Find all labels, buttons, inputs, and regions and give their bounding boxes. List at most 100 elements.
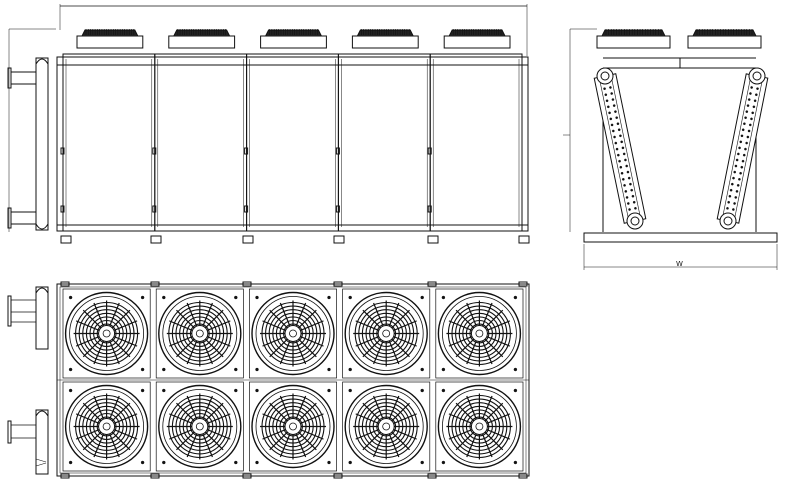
coil-tube: [746, 135, 750, 139]
fan-guard-spoke: [481, 340, 493, 365]
fan-guard-dome: [692, 29, 757, 37]
fan-unit: [342, 288, 431, 379]
fan-guard-spoke: [186, 433, 198, 458]
fan-guard-spoke: [486, 429, 511, 440]
base-frame: [583, 232, 778, 243]
coil-outline: [593, 73, 647, 224]
fan-guard-spoke: [391, 338, 410, 358]
fan-guard-spoke: [75, 336, 100, 347]
fan-unit: [62, 288, 151, 379]
fan-unit: [435, 288, 524, 379]
fan-hub: [284, 418, 302, 435]
fan-hub: [191, 325, 209, 342]
fan-guard-ring-inner: [162, 389, 238, 464]
panel-hinge: [335, 205, 340, 213]
fan-mount-screw: [327, 460, 331, 465]
coil-tube: [749, 92, 752, 95]
fan-guard-base: [687, 35, 762, 49]
fan-hub: [284, 325, 302, 342]
fan-guard-spoke: [448, 320, 473, 331]
fan-guard-spoke: [93, 340, 105, 365]
fan-panel: [155, 381, 244, 472]
fan-hub: [98, 325, 116, 342]
coil-tube: [627, 202, 630, 205]
fan-guard-spoke: [484, 309, 504, 329]
casing-bracket: [150, 473, 160, 479]
coil-tube: [605, 99, 609, 103]
fan-mount-screw: [420, 295, 424, 300]
pipe-cap-top: [35, 58, 49, 65]
fan-guard-base: [351, 35, 419, 49]
fan-mount-screw: [68, 388, 73, 393]
coil-tube: [622, 152, 626, 156]
module-panel: [337, 53, 431, 232]
fan-guard-spoke: [205, 309, 224, 329]
fan-guard-spoke: [391, 402, 410, 422]
fan-hub: [470, 325, 488, 342]
panel-hinge: [152, 205, 157, 213]
coil-tube: [619, 165, 623, 169]
fan-hub-bolt: [289, 329, 297, 338]
coil-tube: [739, 171, 742, 175]
coil-tube: [731, 182, 734, 186]
fan-guard-spoke: [388, 433, 400, 458]
casing-bracket: [427, 473, 437, 479]
fan-mount-screw: [441, 388, 446, 393]
coil-tube: [615, 116, 618, 119]
coil-tube: [745, 110, 749, 113]
fan-guard-spoke: [169, 336, 193, 347]
fan-guard-ring: [437, 384, 522, 469]
coil-header: [626, 212, 644, 230]
fan-guard-spoke: [82, 431, 102, 451]
fan-mount-screw: [348, 367, 352, 372]
fan-mount-screw: [234, 295, 238, 300]
pipe-detail-mark: [35, 462, 47, 467]
fan-unit: [435, 381, 524, 472]
fan-mount-screw: [162, 367, 166, 372]
fan-guard-spoke: [205, 431, 224, 451]
fan-mount-screw: [441, 460, 446, 465]
fan-panel: [342, 288, 431, 379]
fan-hub-bolt: [475, 422, 484, 431]
coil-tube: [741, 159, 745, 163]
fan-mount-screw: [420, 367, 424, 372]
casing-bracket: [150, 281, 160, 287]
coil-tube: [735, 190, 739, 193]
coil-tube-row: [721, 74, 752, 220]
manifold-pipe-top: [35, 286, 49, 350]
fan-guard-spoke: [111, 309, 131, 329]
coil-tube: [620, 171, 624, 175]
support-foot: [427, 235, 439, 244]
fan-guard-spoke: [486, 320, 511, 331]
fan-guard-spoke: [295, 340, 307, 365]
fan-guard-profile: [596, 29, 671, 49]
fan-hub-bolt: [102, 329, 111, 338]
support-foot: [60, 235, 72, 244]
coil-tube: [612, 104, 616, 107]
fan-guard-ring-inner: [441, 389, 517, 464]
coil-tube: [742, 153, 746, 157]
fan-guard-spoke: [362, 431, 381, 451]
fan-guard-spoke: [373, 340, 384, 365]
coil-tube: [741, 128, 745, 132]
coil-header-bore: [723, 216, 733, 226]
coil-tube: [740, 165, 744, 169]
coil-tube: [745, 141, 748, 145]
fan-guard-ring-inner: [69, 296, 144, 371]
fan-mount-screw: [255, 367, 259, 372]
outlet-flange-plan: [7, 420, 12, 444]
fan-guard-spoke: [448, 336, 473, 347]
fan-mount-screw: [140, 388, 145, 393]
fan-panel: [249, 381, 337, 472]
coil-tube: [734, 164, 738, 168]
fan-guard-base: [260, 35, 327, 49]
casing-bracket: [518, 281, 528, 287]
coil-tube: [625, 164, 628, 168]
fan-guard-spoke: [362, 338, 381, 358]
fan-guard-spoke: [206, 336, 231, 347]
fan-guard-spoke: [481, 395, 493, 420]
fan-mount-screw: [234, 367, 238, 372]
fan-hub: [377, 325, 395, 342]
fan-guard-ring: [64, 384, 149, 469]
